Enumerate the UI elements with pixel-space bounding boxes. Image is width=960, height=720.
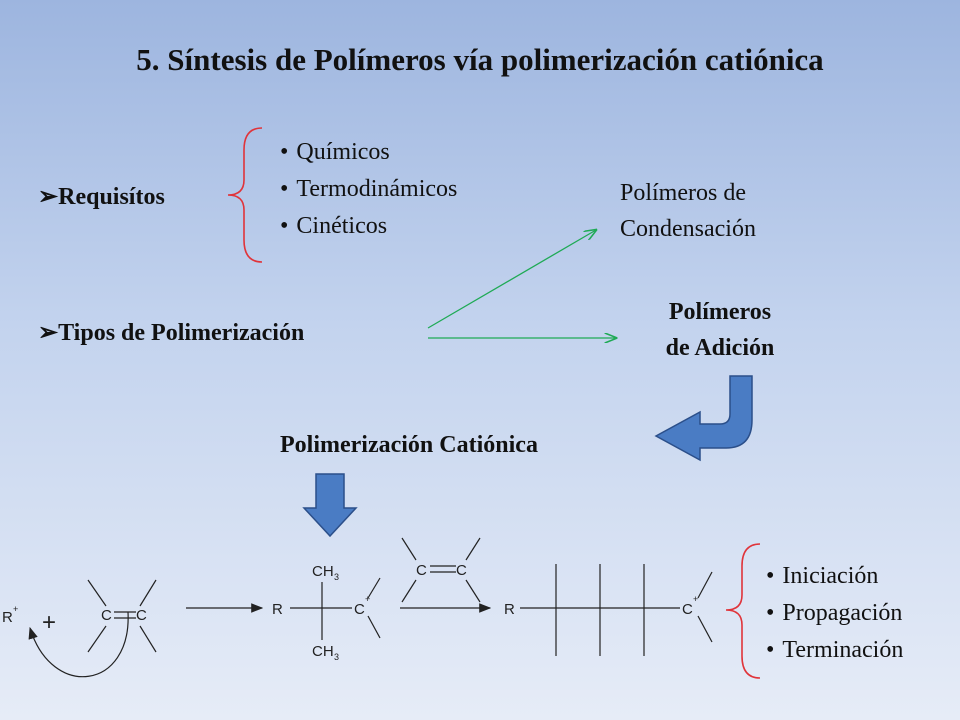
list-item: Cinéticos xyxy=(280,208,457,245)
condensacion-line1: Polímeros de xyxy=(620,180,746,206)
etapas-list: Iniciación Propagación Terminación xyxy=(766,558,903,669)
r-label: R xyxy=(2,609,13,626)
cationica-label: Polimerización Catiónica xyxy=(280,432,538,458)
plus-sign: + xyxy=(42,609,56,636)
list-item: Terminación xyxy=(766,632,903,669)
ch3-label: CH xyxy=(312,563,334,580)
requisitos-label: Requisítos xyxy=(58,184,165,210)
electron-push-arrow xyxy=(28,611,129,678)
r-label: R xyxy=(504,601,515,618)
list-item: Iniciación xyxy=(766,558,903,595)
subscript-3: 3 xyxy=(334,572,339,582)
etapas-bracket xyxy=(725,543,761,679)
requisitos-list: Químicos Termodinámicos Cinéticos xyxy=(280,134,457,245)
ch3-label: CH xyxy=(312,643,334,660)
tipos-label: Tipos de Polimerización xyxy=(58,320,305,346)
c-label: C xyxy=(456,562,467,579)
requisitos-bracket xyxy=(227,127,263,263)
requisitos-heading: ➢Requisítos xyxy=(38,182,165,211)
condensacion-label: Polímeros de Condensación xyxy=(620,175,756,247)
charge-label: + xyxy=(365,594,370,604)
bullet-arrow-icon: ➢ xyxy=(38,320,59,346)
r-label: R xyxy=(272,601,283,618)
c-label: C xyxy=(682,601,693,618)
subscript-3: 3 xyxy=(334,652,339,662)
c-label: C xyxy=(101,607,112,624)
uturn-blue-arrow-icon xyxy=(654,375,753,462)
reaction-scheme xyxy=(28,537,713,678)
list-item: Químicos xyxy=(280,134,457,171)
list-item: Propagación xyxy=(766,595,903,632)
condensacion-line2: Condensación xyxy=(620,216,756,242)
tipos-heading: ➢Tipos de Polimerización xyxy=(38,318,304,347)
adicion-line1: Polímeros xyxy=(668,299,772,325)
c-label: C xyxy=(136,607,147,624)
charge-label: + xyxy=(13,604,18,614)
c-label: C xyxy=(416,562,427,579)
c-label: C xyxy=(354,601,365,618)
adicion-line2: de Adición xyxy=(665,335,775,361)
bullet-arrow-icon: ➢ xyxy=(38,184,59,210)
down-blue-arrow-icon xyxy=(302,473,358,538)
arrow-to-condensacion xyxy=(427,230,596,329)
list-item: Termodinámicos xyxy=(280,171,457,208)
slide-title: 5. Síntesis de Polímeros vía polimerizac… xyxy=(136,42,824,77)
adicion-label: Polímeros de Adición xyxy=(640,294,800,366)
charge-label: + xyxy=(693,594,698,604)
